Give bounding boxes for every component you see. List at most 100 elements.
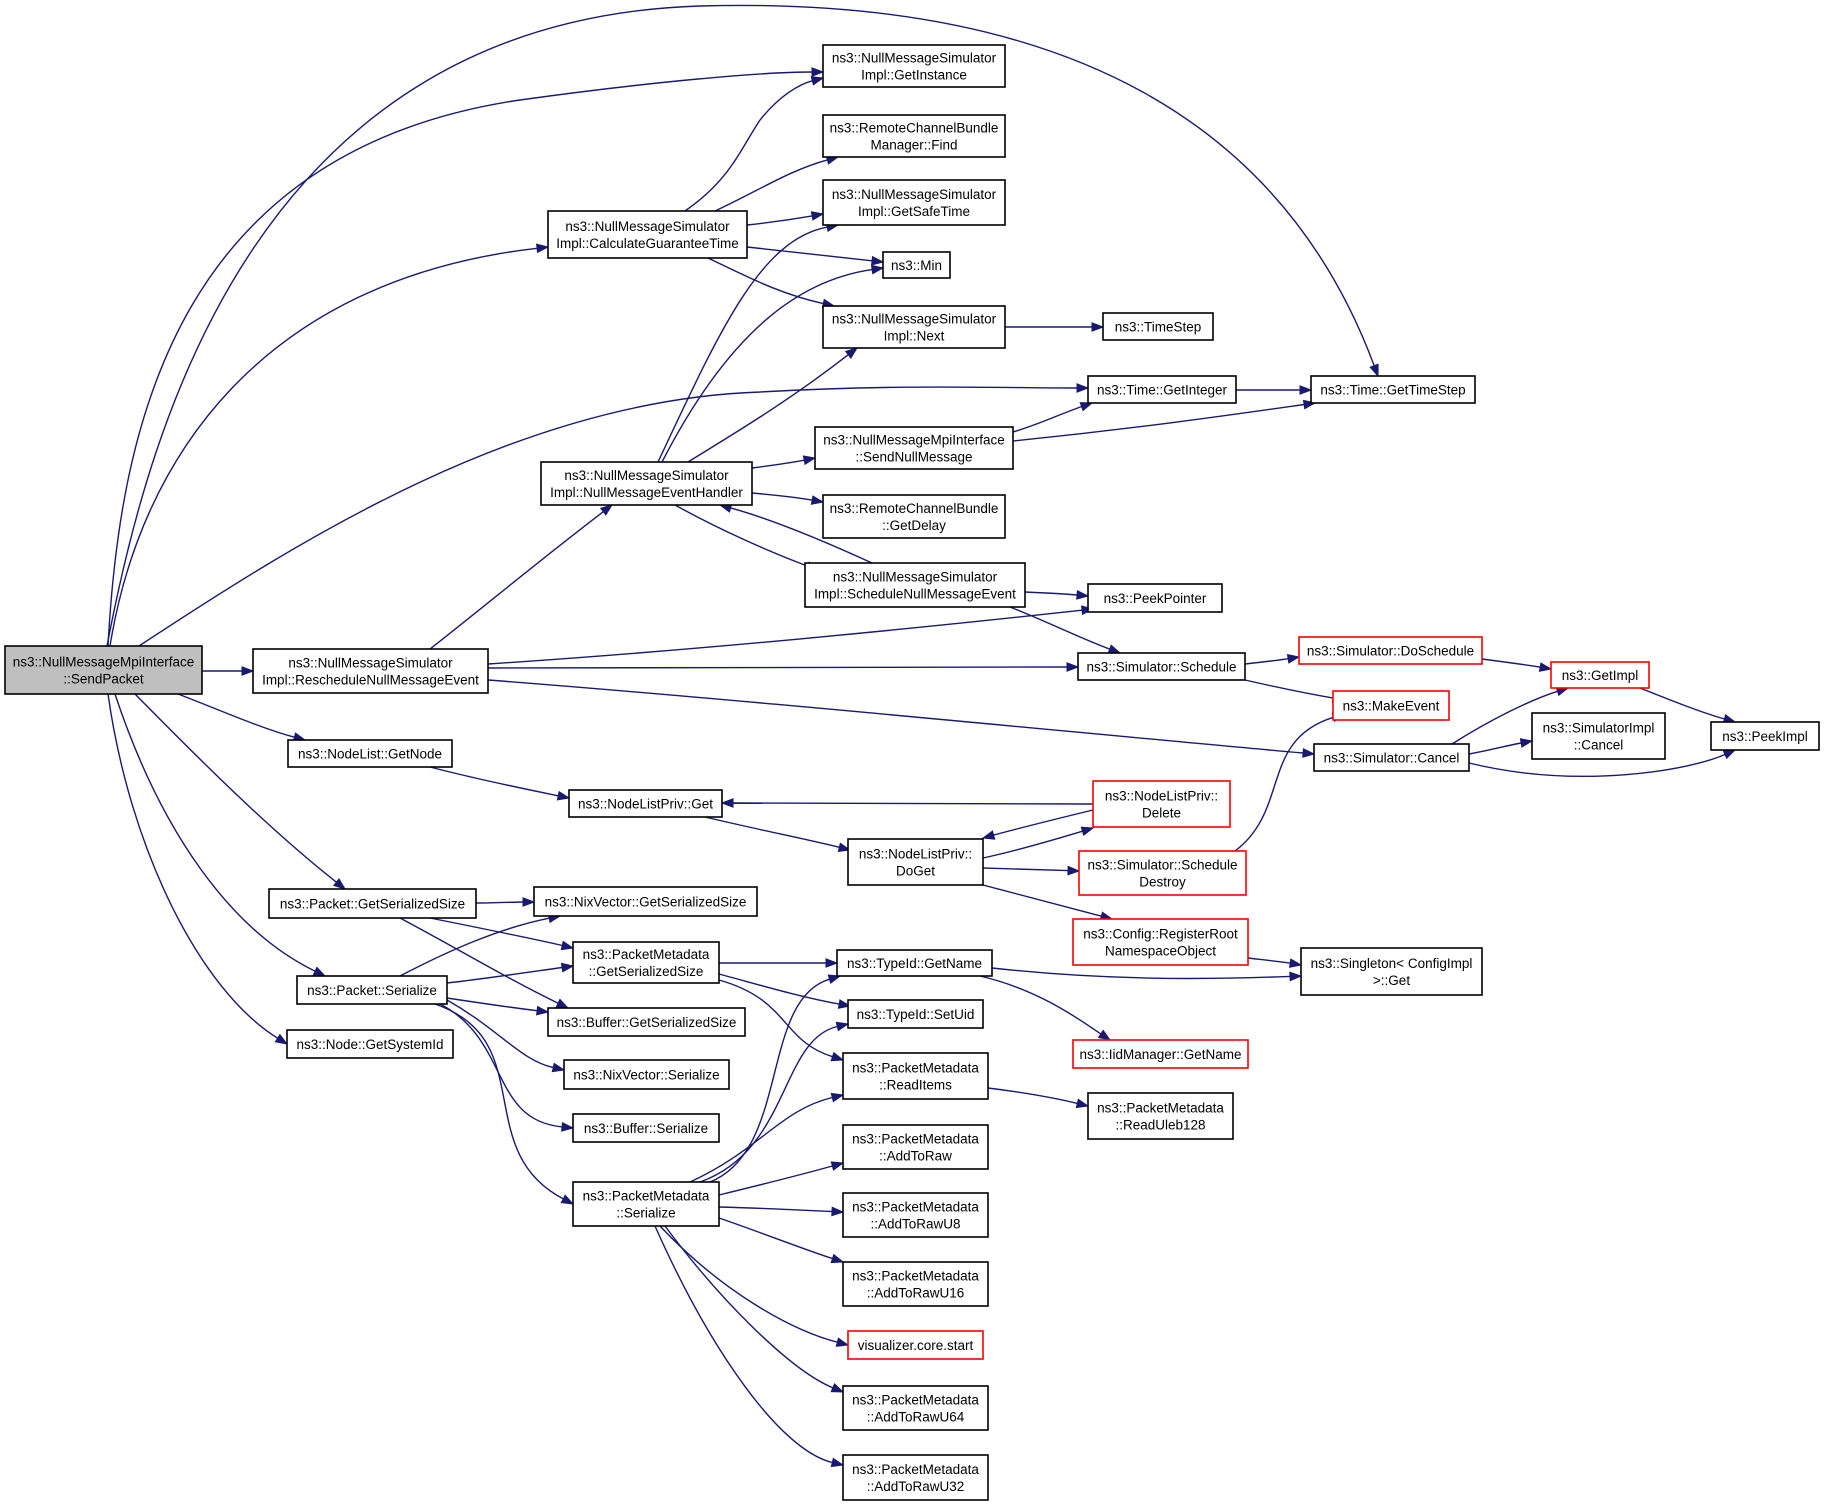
edge-calcguarantee-to-getsafetime: [746, 211, 825, 226]
node-box: [842, 1261, 989, 1307]
node-label: ns3::NixVector::Serialize: [573, 1068, 719, 1083]
node-addtoraw[interactable]: ns3::PacketMetadata::AddToRaw: [842, 1124, 989, 1170]
node-calcguarantee[interactable]: ns3::NullMessageSimulatorImpl::Calculate…: [547, 210, 748, 259]
node-getnode[interactable]: ns3::NodeList::GetNode: [287, 739, 453, 768]
node-label: ::AddToRawU16: [867, 1286, 965, 1301]
node-typeidgetname[interactable]: ns3::TypeId::GetName: [836, 949, 993, 977]
node-label: ns3::NullMessageSimulator: [832, 187, 997, 202]
node-vizstart[interactable]: visualizer.core.start: [847, 1330, 984, 1360]
node-getimpl[interactable]: ns3::GetImpl: [1550, 661, 1650, 689]
edge-root-to-getsystemid: [107, 693, 289, 1045]
node-timestep[interactable]: ns3::TimeStep: [1102, 312, 1214, 341]
edge-nlpdelete-to-nlpget: [720, 798, 1094, 808]
edge-line: [446, 966, 563, 984]
node-box: [1531, 712, 1666, 760]
node-simcancel[interactable]: ns3::Simulator::Cancel: [1313, 743, 1470, 772]
node-bufserialize[interactable]: ns3::Buffer::Serialize: [572, 1113, 720, 1143]
edge-pktgetsersize-to-pmgetsersize: [429, 917, 575, 951]
node-nixserialize[interactable]: ns3::NixVector::Serialize: [563, 1059, 730, 1090]
node-addtoraw16[interactable]: ns3::PacketMetadata::AddToRawU16: [842, 1261, 989, 1307]
node-box: [540, 461, 753, 506]
edge-line: [399, 917, 550, 977]
node-schedule[interactable]: ns3::Simulator::Schedule: [1077, 652, 1246, 681]
node-box: [1077, 652, 1246, 681]
node-readitems[interactable]: ns3::PacketMetadata::ReadItems: [842, 1052, 989, 1100]
node-schedulenull[interactable]: ns3::NullMessageSimulatorImpl::ScheduleN…: [804, 562, 1026, 608]
edge-line: [475, 901, 524, 904]
node-pmserialize[interactable]: ns3::PacketMetadata::Serialize: [572, 1181, 720, 1227]
node-box: [1313, 743, 1470, 772]
node-bufgetsersize[interactable]: ns3::Buffer::GetSerializedSize: [547, 1007, 746, 1037]
edge-arrowhead: [561, 1122, 575, 1132]
node-getinstance[interactable]: ns3::NullMessageSimulatorImpl::GetInstan…: [822, 44, 1006, 88]
edge-simcancel-to-simimplcancel: [1468, 738, 1534, 755]
edge-root-to-getinteger: [138, 383, 1090, 647]
node-nlpdoget[interactable]: ns3::NodeListPriv::DoGet: [847, 838, 984, 886]
node-addtoraw8[interactable]: ns3::PacketMetadata::AddToRawU8: [842, 1192, 989, 1238]
node-readuleb[interactable]: ns3::PacketMetadata::ReadUleb128: [1087, 1092, 1234, 1140]
node-root[interactable]: ns3::NullMessageMpiInterface::SendPacket: [4, 645, 203, 695]
node-nlpget[interactable]: ns3::NodeListPriv::Get: [568, 789, 723, 818]
node-peekimpl[interactable]: ns3::PeekImpl: [1710, 721, 1820, 751]
edge-arrowhead: [522, 897, 536, 907]
node-reschedule[interactable]: ns3::NullMessageSimulatorImpl::Reschedul…: [252, 648, 489, 694]
node-pktserialize[interactable]: ns3::Packet::Serialize: [296, 975, 448, 1005]
node-box: [252, 648, 489, 694]
node-addtoraw64[interactable]: ns3::PacketMetadata::AddToRawU64: [842, 1385, 989, 1431]
node-box: [814, 426, 1014, 470]
edge-arrowhead: [830, 1457, 845, 1468]
node-sendnull[interactable]: ns3::NullMessageMpiInterface::SendNullMe…: [814, 426, 1014, 470]
edge-next-to-timestep: [1005, 322, 1105, 332]
edge-line: [991, 967, 1291, 980]
edge-line: [687, 354, 849, 463]
node-box: [572, 941, 720, 984]
node-nlpdelete[interactable]: ns3::NodeListPriv::Delete: [1092, 780, 1231, 828]
node-getdelay[interactable]: ns3::RemoteChannelBundle::GetDelay: [822, 494, 1006, 539]
node-label: ns3::MakeEvent: [1343, 699, 1440, 714]
node-singletonget[interactable]: ns3::Singleton< ConfigImpl>::Get: [1300, 947, 1483, 996]
node-label: ns3::Packet::Serialize: [307, 983, 437, 998]
node-doschedule[interactable]: ns3::Simulator::DoSchedule: [1298, 636, 1483, 665]
edge-line: [714, 159, 828, 212]
edge-arrowhead: [556, 790, 571, 801]
edge-pmgetsersize-to-readitems: [718, 979, 845, 1062]
node-getsafetime[interactable]: ns3::NullMessageSimulatorImpl::GetSafeTi…: [822, 179, 1006, 226]
node-makeevent[interactable]: ns3::MakeEvent: [1332, 690, 1450, 721]
node-label: ns3::PacketMetadata: [852, 1061, 979, 1076]
node-nullhandler[interactable]: ns3::NullMessageSimulatorImpl::NullMessa…: [540, 461, 753, 506]
edge-arrowhead: [870, 264, 885, 275]
node-label: ns3::PacketMetadata: [852, 1269, 979, 1284]
node-pmgetsersize[interactable]: ns3::PacketMetadata::GetSerializedSize: [572, 941, 720, 984]
edge-root-to-pktgetsersize: [134, 693, 347, 890]
edge-line: [1244, 679, 1334, 699]
edge-arrowhead: [810, 211, 825, 221]
node-getsystemid[interactable]: ns3::Node::GetSystemId: [286, 1029, 454, 1059]
node-label: ns3::NullMessageSimulator: [833, 570, 998, 585]
node-min[interactable]: ns3::Min: [882, 251, 951, 279]
node-label: ns3::NullMessageSimulator: [832, 51, 997, 66]
edge-line: [751, 492, 813, 501]
node-simimplcancel[interactable]: ns3::SimulatorImpl::Cancel: [1531, 712, 1666, 760]
node-label: ns3::TypeId::SetUid: [857, 1007, 975, 1022]
node-gettimestep[interactable]: ns3::Time::GetTimeStep: [1310, 375, 1476, 404]
edge-arrowhead: [1107, 644, 1122, 654]
node-box: [1087, 583, 1223, 613]
node-box: [1332, 690, 1450, 721]
edge-arrowhead: [827, 974, 842, 985]
node-label: ns3::Buffer::Serialize: [584, 1121, 708, 1136]
node-iidgetname[interactable]: ns3::IidManager::GetName: [1072, 1039, 1249, 1069]
node-pktgetsersize[interactable]: ns3::Packet::GetSerializedSize: [268, 888, 477, 919]
node-nixgetsersize[interactable]: ns3::NixVector::GetSerializedSize: [533, 886, 758, 917]
node-getinteger[interactable]: ns3::Time::GetInteger: [1087, 375, 1237, 404]
node-setuid[interactable]: ns3::TypeId::SetUid: [847, 999, 984, 1029]
node-box: [842, 1385, 989, 1431]
edge-arrowhead: [1302, 748, 1316, 758]
node-addtoraw32[interactable]: ns3::PacketMetadata::AddToRawU32: [842, 1454, 989, 1501]
node-peekpointer[interactable]: ns3::PeekPointer: [1087, 583, 1223, 613]
edge-root-to-getinstance: [107, 67, 825, 647]
